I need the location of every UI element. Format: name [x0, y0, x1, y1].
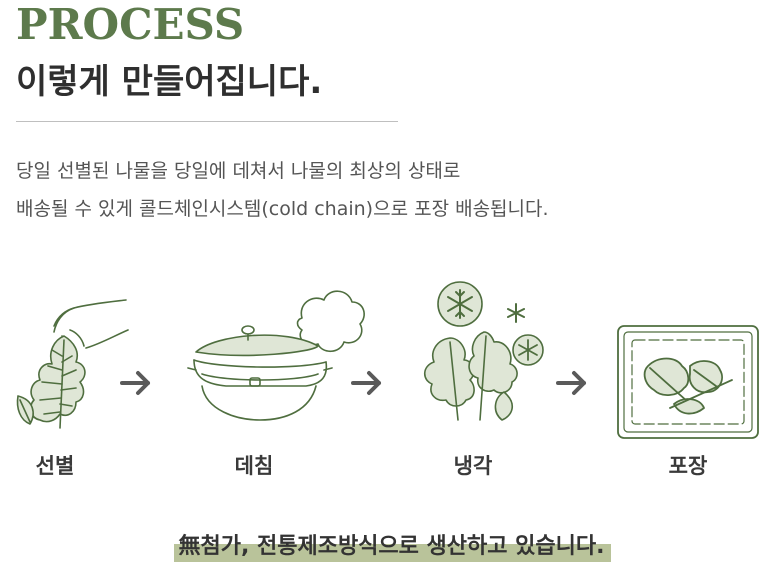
page-subtitle: 이렇게 만들어집니다. — [16, 62, 323, 102]
step-label-blanch: 데침 — [234, 454, 274, 478]
footer-text: 無첨가, 전통제조방식으로 생산하고 있습니다. — [178, 534, 605, 559]
divider — [16, 121, 398, 122]
hand-picking-leaves-icon — [16, 299, 129, 429]
step-label-cool: 냉각 — [453, 454, 493, 478]
leaves-with-snowflakes-icon — [423, 281, 544, 421]
arrow-right-icon — [120, 371, 150, 395]
page-title: PROCESS — [16, 0, 245, 49]
steaming-pot-icon — [187, 290, 365, 421]
description-line-2: 배송될 수 있게 콜드체인시스템(cold chain)으로 포장 배송됩니다. — [16, 198, 549, 220]
footer: 無첨가, 전통제조방식으로 생산하고 있습니다. — [0, 528, 783, 562]
packaged-tray-icon — [617, 325, 759, 439]
description-line-1: 당일 선별된 나물을 당일에 데쳐서 나물의 최상의 상태로 — [16, 160, 461, 182]
arrow-right-icon — [351, 371, 381, 395]
step-label-select: 선별 — [35, 454, 75, 478]
text-highlight — [174, 544, 611, 562]
description: 당일 선별된 나물을 당일에 데쳐서 나물의 최상의 상태로 배송될 수 있게 … — [16, 152, 776, 228]
step-label-pack: 포장 — [668, 454, 708, 478]
arrow-right-icon — [556, 371, 586, 395]
